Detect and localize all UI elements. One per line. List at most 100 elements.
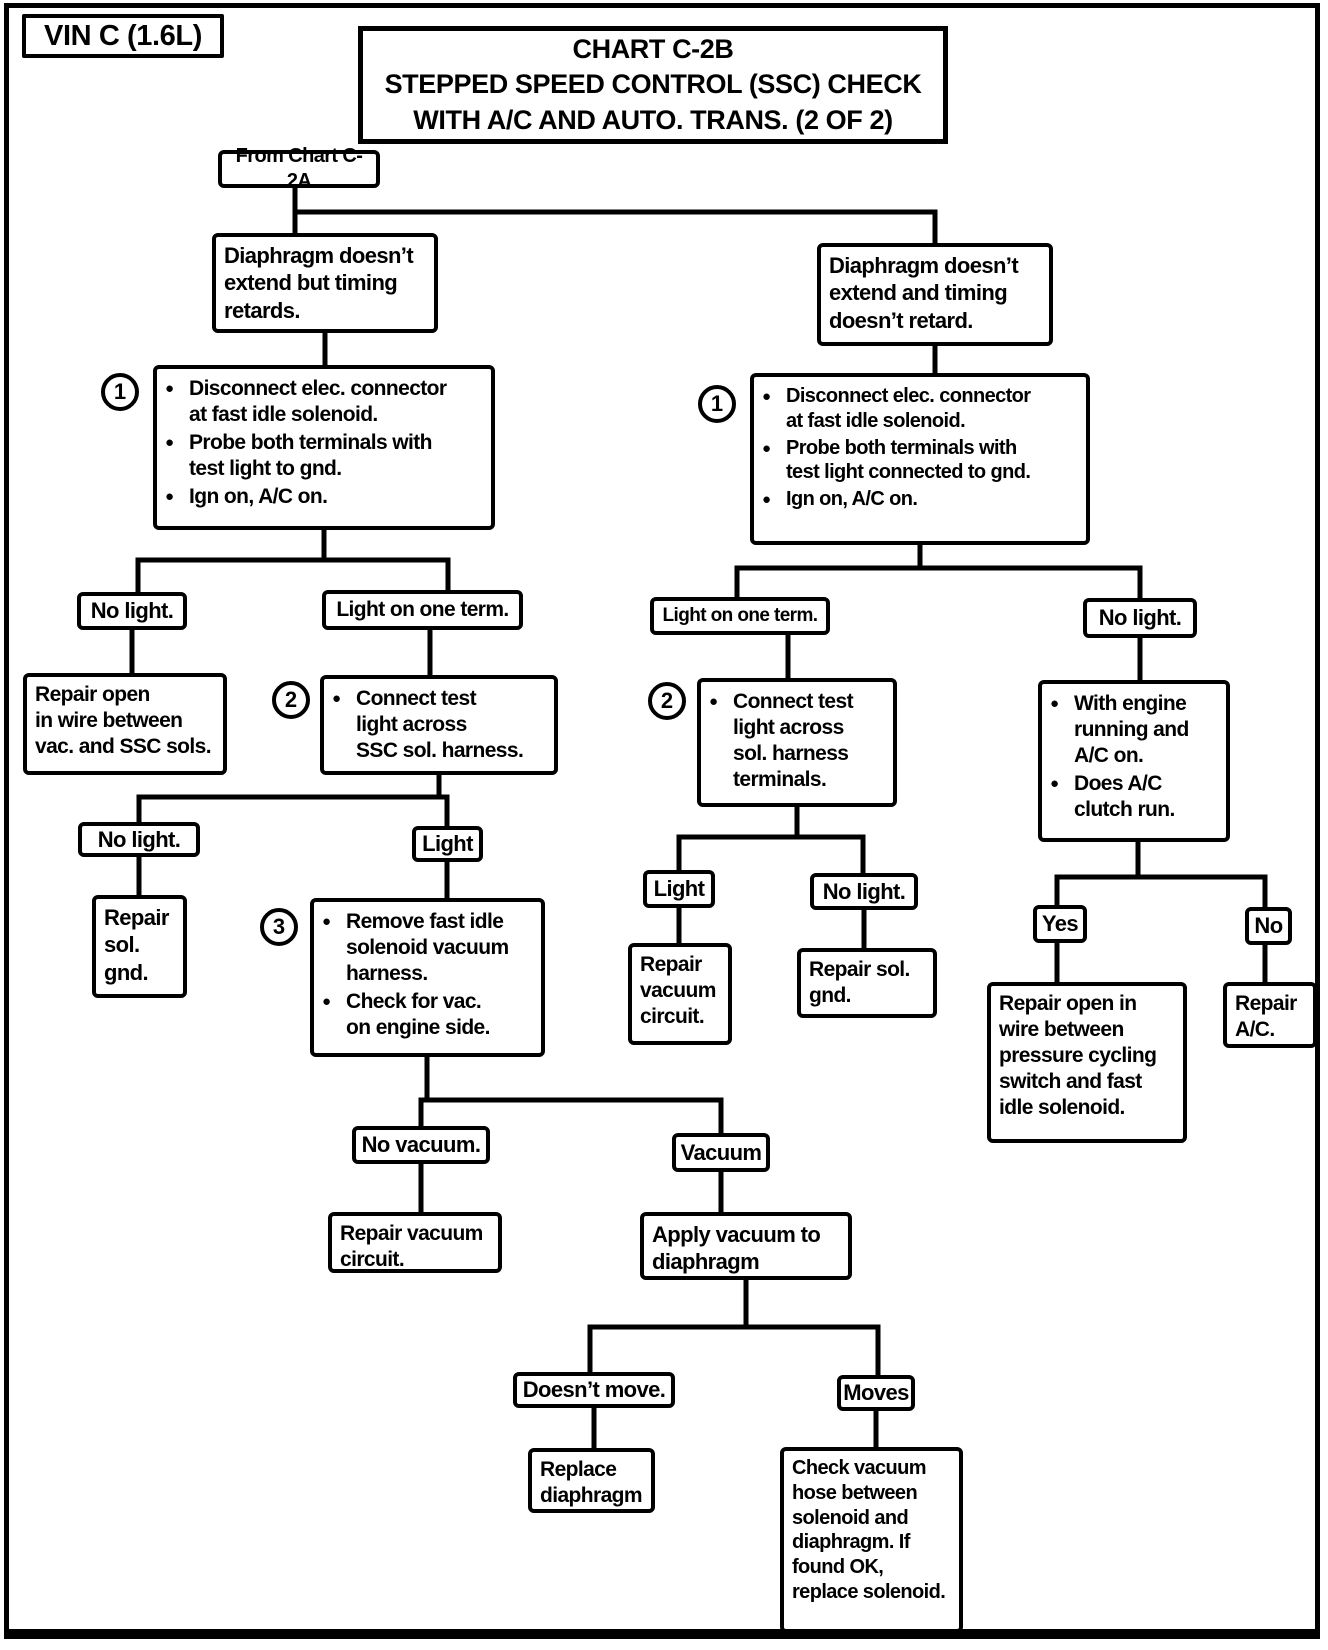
bullet-text: Does A/C clutch run. <box>1074 772 1175 822</box>
action-repair-open-wire-vac-ssc: Repair open in wire between vac. and SSC… <box>23 673 227 775</box>
bullet-text: Check for vac. on engine side. <box>346 990 490 1040</box>
bullet-item: ● Connect test light across sol. harness… <box>709 689 885 793</box>
bullet-text: Probe both terminals with test light con… <box>786 436 1031 484</box>
bullet-icon: ● <box>709 693 718 710</box>
action-repair-ac: Repair A/C. <box>1223 982 1317 1048</box>
node-text: Vacuum <box>680 1139 762 1165</box>
node-text: No vacuum. <box>361 1132 481 1158</box>
chart-title-box: CHART C-2B STEPPED SPEED CONTROL (SSC) C… <box>358 26 948 144</box>
bullet-icon: ● <box>322 993 331 1011</box>
bullet-icon: ● <box>1050 775 1059 793</box>
node-text: Apply vacuum to diaphragm <box>652 1222 821 1275</box>
node-step3-remove-fast-idle-vacuum-harness: ● Remove fast idle solenoid vacuum harne… <box>310 898 545 1057</box>
bullet-item: ● Remove fast idle solenoid vacuum harne… <box>322 909 533 987</box>
bullet-item: ● Ign on, A/C on. <box>165 484 483 510</box>
bullet-text: Ign on, A/C on. <box>786 488 918 511</box>
node-text: Light on one term. <box>662 605 819 627</box>
chart-title: CHART C-2B STEPPED SPEED CONTROL (SSC) C… <box>384 33 922 135</box>
node-text: Light <box>653 876 705 902</box>
node-text: No light. <box>1098 605 1182 631</box>
step-number-text: 2 <box>284 687 298 712</box>
step-number-text: 3 <box>272 914 286 939</box>
bullet-item: ● With engine running and A/C on. <box>1050 691 1218 769</box>
bullet-item: ● Connect test light across SSC sol. har… <box>332 686 546 764</box>
outcome-no-light-left1: No light. <box>77 592 187 630</box>
step-number-1-left: 1 <box>101 373 139 411</box>
action-repair-vacuum-circuit-right: Repair vacuum circuit. <box>628 943 732 1045</box>
node-diaphragm-no-extend-no-retard: Diaphragm doesn’t extend and timing does… <box>817 243 1053 346</box>
bullet-text: With engine running and A/C on. <box>1074 692 1189 768</box>
outcome-no-light-right2: No light. <box>810 873 918 910</box>
node-text: Yes <box>1041 911 1079 937</box>
bullet-icon: ● <box>165 488 174 506</box>
node-step1-right-disconnect-connector: ● Disconnect elec. connector at fast idl… <box>750 373 1090 545</box>
outcome-yes: Yes <box>1033 905 1087 943</box>
node-text: No light. <box>90 598 174 624</box>
node-text: Moves <box>843 1380 909 1406</box>
outcome-no-light-right1: No light. <box>1083 598 1197 638</box>
bullet-text: Disconnect elec. connector at fast idle … <box>786 385 1031 432</box>
bullet-item: ● Check for vac. on engine side. <box>322 989 533 1041</box>
action-repair-sol-gnd-right: Repair sol. gnd. <box>797 948 937 1018</box>
connector-path <box>129 184 1268 1452</box>
outcome-no: No <box>1245 907 1292 945</box>
outcome-light-one-terminal-left: Light on one term. <box>322 590 523 630</box>
bullet-icon: ● <box>762 491 771 509</box>
node-text: Repair vacuum circuit. <box>640 953 716 1029</box>
node-text: Repair open in wire between vac. and SSC… <box>35 683 212 759</box>
action-repair-sol-gnd-left: Repair sol. gnd. <box>92 895 187 998</box>
bullet-icon: ● <box>322 913 331 930</box>
vin-plate: VIN C (1.6L) <box>22 14 224 58</box>
node-text: No light. <box>97 826 181 852</box>
node-step2-right-connect-test-light: ● Connect test light across sol. harness… <box>697 678 897 807</box>
node-step1-left-disconnect-connector: ● Disconnect elec. connector at fast idl… <box>153 365 495 530</box>
node-text: Doesn’t move. <box>522 1377 666 1403</box>
outcome-moves: Moves <box>837 1375 915 1411</box>
action-apply-vacuum-to-diaphragm: Apply vacuum to diaphragm <box>640 1212 852 1280</box>
node-step2-left-connect-test-light: ● Connect test light across SSC sol. har… <box>320 675 558 775</box>
node-text: Repair open in wire between pressure cyc… <box>999 992 1157 1120</box>
bullet-item: ● Probe both terminals with test light c… <box>762 436 1078 486</box>
bullet-icon: ● <box>762 388 771 405</box>
outcome-light-one-terminal-right: Light on one term. <box>650 597 830 635</box>
node-from-chart-c2a: From Chart C-2A <box>218 145 380 192</box>
bullet-icon: ● <box>1050 695 1059 712</box>
node-text: Repair sol. gnd. <box>809 958 910 1008</box>
bullet-item: ● Ign on, A/C on. <box>762 487 1078 513</box>
bullet-text: Connect test light across SSC sol. harne… <box>356 687 524 763</box>
vin-label: VIN C (1.6L) <box>44 19 202 52</box>
node-text: No <box>1254 913 1283 939</box>
step-number-3: 3 <box>260 908 298 946</box>
bullet-icon: ● <box>165 380 174 397</box>
node-text: Light on one term. <box>336 597 509 621</box>
node-text: From Chart C-2A <box>235 145 363 192</box>
step-number-2-left: 2 <box>272 681 310 719</box>
node-text: Check vacuum hose between solenoid and d… <box>792 1457 946 1603</box>
outcome-light-right: Light <box>643 870 715 908</box>
action-check-vacuum-hose-replace-solenoid: Check vacuum hose between solenoid and d… <box>780 1447 963 1633</box>
bullet-text: Ign on, A/C on. <box>189 485 328 509</box>
bullet-icon: ● <box>332 690 341 707</box>
node-diaphragm-no-extend-timing-retards: Diaphragm doesn’t extend but timing reta… <box>212 233 438 333</box>
step-number-text: 1 <box>113 379 127 404</box>
node-text: Light <box>422 831 473 857</box>
node-text: Diaphragm doesn’t extend and timing does… <box>829 253 1019 333</box>
bullet-item: ● Probe both terminals with test light t… <box>165 430 483 482</box>
step-number-2-right: 2 <box>648 682 686 720</box>
outcome-light-left: Light <box>412 826 483 862</box>
bullet-item: ● Does A/C clutch run. <box>1050 771 1218 823</box>
outcome-no-light-left2: No light. <box>78 822 200 857</box>
outcome-no-vacuum: No vacuum. <box>352 1126 490 1164</box>
step-number-text: 1 <box>710 391 724 416</box>
step-number-1-right: 1 <box>698 385 736 423</box>
action-repair-open-wire-pressure-cycling-switch: Repair open in wire between pressure cyc… <box>987 982 1187 1143</box>
action-replace-diaphragm: Replace diaphragm <box>528 1448 655 1513</box>
node-text: Diaphragm doesn’t extend but timing reta… <box>224 243 414 323</box>
bullet-item: ● Disconnect elec. connector at fast idl… <box>165 376 483 428</box>
bullet-icon: ● <box>762 439 771 457</box>
node-text: No light. <box>822 878 906 904</box>
node-text: Repair sol. gnd. <box>104 905 169 985</box>
node-text: Repair vacuum circuit. <box>340 1222 483 1272</box>
bullet-item: ● Disconnect elec. connector at fast idl… <box>762 384 1078 434</box>
